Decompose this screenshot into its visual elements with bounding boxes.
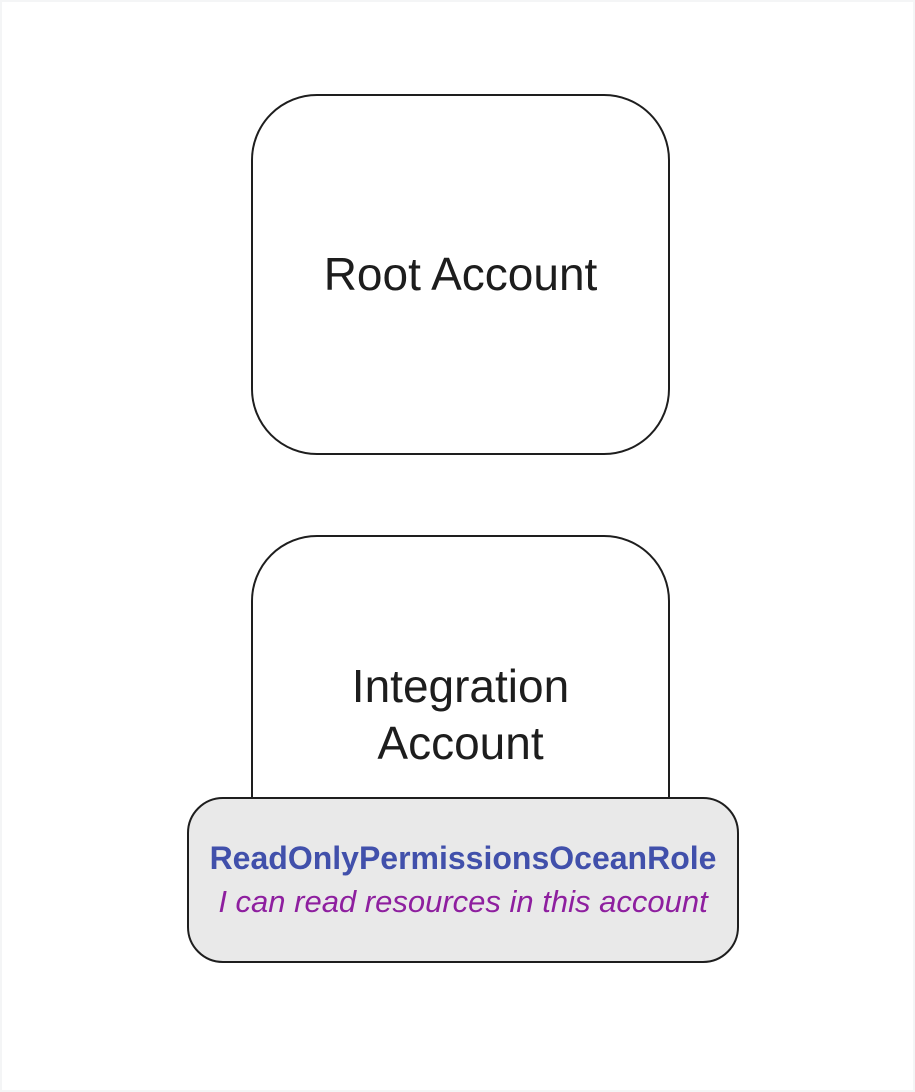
role-name-label: ReadOnlyPermissionsOceanRole	[209, 840, 717, 877]
root-account-label: Root Account	[323, 247, 598, 300]
readonly-role-badge: ReadOnlyPermissionsOceanRole I can read …	[187, 797, 739, 963]
root-account-node: Root Account	[251, 94, 670, 455]
integration-account-label: Integration Account	[351, 659, 570, 770]
role-description-label: I can read resources in this account	[218, 884, 708, 920]
